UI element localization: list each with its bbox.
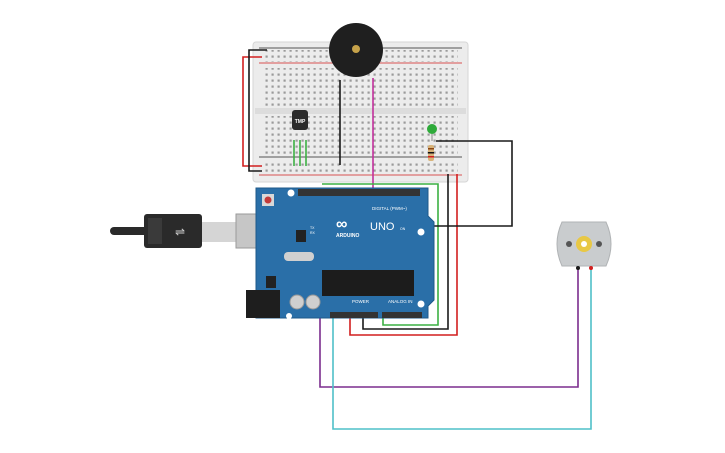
usb-plug-connector bbox=[202, 222, 236, 242]
breadboard-center-channel bbox=[255, 108, 466, 114]
reset-button-cap bbox=[264, 196, 272, 204]
mount-hole-3 bbox=[286, 313, 292, 319]
digital-label: DIGITAL (PWM~) bbox=[372, 206, 407, 211]
resistor-band-3 bbox=[428, 156, 434, 158]
wire-black-gnd[interactable] bbox=[362, 174, 449, 330]
breadboard-bottom-rail-holes bbox=[262, 160, 458, 172]
temperature-sensor[interactable]: TMP bbox=[292, 110, 308, 130]
analog-label: ANALOG IN bbox=[388, 299, 413, 304]
temp-sensor-label: TMP bbox=[295, 119, 306, 125]
rx-led-label: RX bbox=[310, 231, 316, 235]
resistor-band-2 bbox=[428, 152, 434, 154]
led-body[interactable] bbox=[427, 124, 437, 134]
resistor[interactable] bbox=[428, 145, 434, 161]
wire-green-analog[interactable] bbox=[322, 183, 439, 326]
wire-black-left-rail[interactable] bbox=[248, 49, 267, 172]
buzzer-center bbox=[352, 45, 360, 53]
on-led-label: ON bbox=[400, 227, 406, 231]
microcontroller-chip bbox=[322, 270, 414, 296]
motor-terminal-red[interactable] bbox=[589, 266, 593, 270]
led[interactable] bbox=[427, 124, 437, 141]
motor-shaft bbox=[581, 241, 587, 247]
motor-screw-left bbox=[566, 241, 572, 247]
mount-hole-2 bbox=[417, 228, 425, 236]
usb-cable[interactable]: ⇌ bbox=[110, 213, 277, 249]
usb-plug-grip bbox=[148, 218, 162, 244]
arduino-brand: ARDUINO bbox=[336, 233, 359, 239]
mount-hole-4 bbox=[417, 300, 425, 308]
piezo-buzzer[interactable] bbox=[329, 23, 383, 77]
arduino-model: UNO bbox=[370, 221, 395, 233]
wire-red-5v[interactable] bbox=[349, 174, 458, 336]
mount-hole-1 bbox=[287, 189, 295, 197]
power-header[interactable] bbox=[330, 312, 378, 318]
regulator bbox=[266, 276, 276, 288]
resistor-band-1 bbox=[428, 148, 434, 150]
dc-motor[interactable] bbox=[556, 221, 612, 270]
crystal bbox=[284, 252, 314, 261]
tx-led-label: TX bbox=[310, 226, 315, 230]
motor-terminal-black[interactable] bbox=[576, 266, 580, 270]
usb-cable-tail bbox=[110, 227, 150, 235]
capacitor-1 bbox=[289, 294, 305, 310]
power-jack[interactable] bbox=[246, 290, 280, 318]
arduino-infinity-logo: ∞ bbox=[336, 216, 347, 233]
usb-icon: ⇌ bbox=[175, 225, 185, 239]
analog-header[interactable] bbox=[382, 312, 422, 318]
wire-red-left-rail[interactable] bbox=[242, 56, 262, 167]
capacitor-2 bbox=[305, 294, 321, 310]
arduino-uno[interactable]: DIGITAL (PWM~) ∞ ARDUINO UNO TX RX ON PO… bbox=[246, 187, 435, 319]
power-label: POWER bbox=[352, 299, 370, 304]
temp-sensor-body[interactable] bbox=[292, 110, 308, 130]
digital-header[interactable] bbox=[298, 189, 420, 196]
usb-chip bbox=[296, 230, 306, 242]
motor-screw-right bbox=[596, 241, 602, 247]
